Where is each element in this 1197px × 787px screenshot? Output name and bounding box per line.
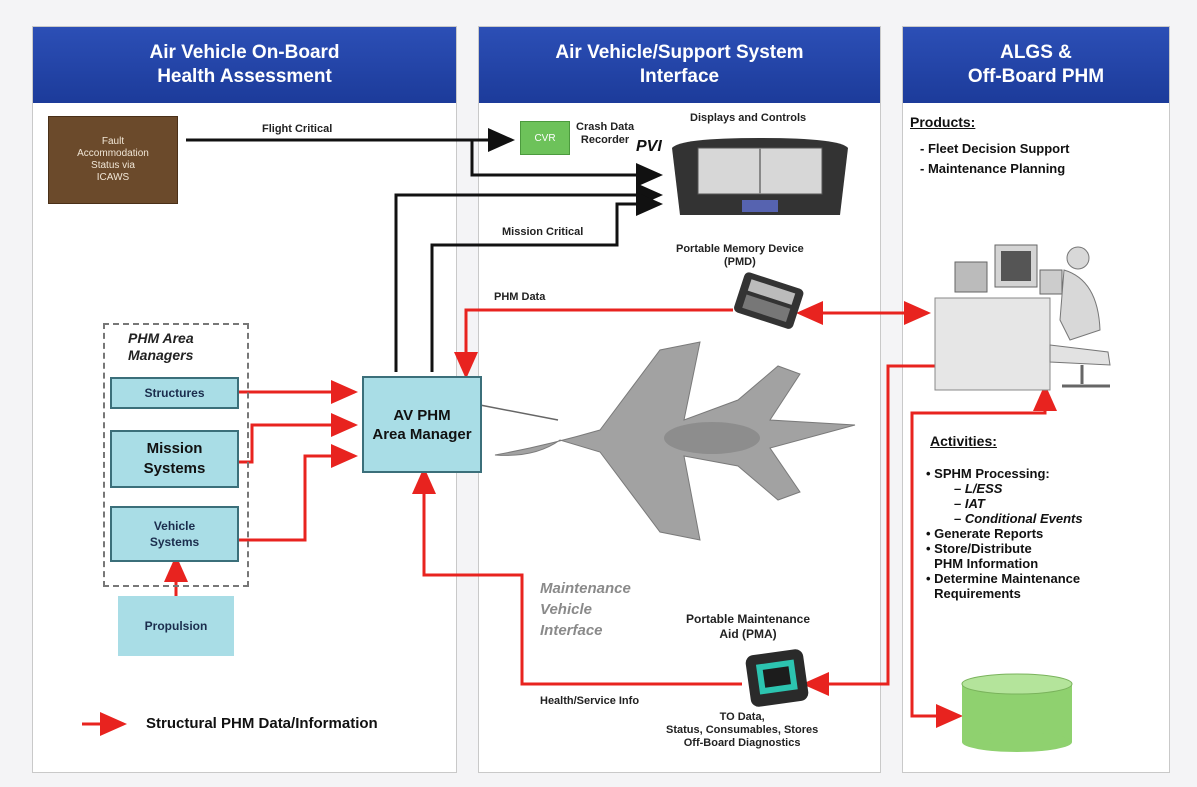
- phm-area-managers-group: [103, 323, 249, 587]
- activities-title: Activities:: [930, 433, 997, 449]
- jet-image: [494, 341, 856, 541]
- activity-sphm-text: SPHM Processing:: [934, 466, 1050, 481]
- products-title: Products:: [910, 114, 976, 130]
- activities-list: • SPHM Processing: – L/ESS – IAT – Condi…: [926, 466, 1162, 601]
- crash-data-recorder-label: Crash Data Recorder: [576, 121, 635, 146]
- activity-generate-text: Generate Reports: [934, 526, 1044, 541]
- activity-sphm-sub-1: – L/ESS: [954, 481, 1003, 496]
- displays-controls-label: Displays and Controls: [690, 112, 807, 124]
- activity-store: • Store/Distribute PHM Information: [926, 541, 1162, 571]
- activity-sphm-sub-3: – Conditional Events: [954, 511, 1083, 526]
- vehicle-systems-box: Vehicle Systems: [110, 506, 239, 562]
- health-service-label: Health/Service Info: [540, 695, 640, 707]
- phm-data-label: PHM Data: [494, 291, 546, 303]
- pmd-device-image: [734, 272, 804, 329]
- bullet-icon: •: [926, 541, 935, 556]
- activity-determine-text: Determine Maintenance Requirements: [934, 571, 1081, 601]
- fault-accommodation-box: Fault Accommodation Status via ICAWS: [48, 116, 178, 204]
- maintenance-vehicle-interface-label: Maintenance Vehicle Interface: [540, 580, 631, 639]
- product-fleet-decision: - Fleet Decision Support: [920, 141, 1070, 156]
- panel-title-interface: Air Vehicle/Support System Interface: [479, 27, 880, 103]
- red-connectors: [164, 301, 1057, 728]
- to-data-label: TO Data, Status, Consumables, Stores Off…: [666, 711, 819, 749]
- pvi-console-image: [672, 138, 848, 215]
- propulsion-box: Propulsion: [118, 596, 234, 656]
- legend-label: Structural PHM Data/Information: [146, 715, 378, 732]
- activity-store-text: Store/Distribute PHM Information: [934, 541, 1039, 571]
- database-cylinder-image: [961, 673, 1073, 752]
- structures-box: Structures: [110, 377, 239, 409]
- product-maintenance-planning: - Maintenance Planning: [920, 161, 1066, 176]
- bullet-icon: •: [926, 526, 935, 541]
- mission-critical-label: Mission Critical: [502, 226, 584, 238]
- cvr-box: CVR: [520, 121, 570, 155]
- phm-area-managers-title: PHM Area Managers: [128, 330, 194, 363]
- activity-determine: • Determine Maintenance Requirements: [926, 571, 1162, 601]
- pma-device-image: [745, 649, 809, 707]
- workstation-image: [934, 244, 1111, 391]
- flight-critical-label: Flight Critical: [262, 123, 333, 135]
- black-connectors: [186, 128, 663, 372]
- activity-sphm-sub-2: – IAT: [954, 496, 985, 511]
- jet-pointer-line: [479, 404, 559, 421]
- av-phm-area-manager-box: AV PHM Area Manager: [362, 376, 482, 473]
- panel-title-offboard: ALGS & Off-Board PHM: [903, 27, 1169, 103]
- pmd-label: Portable Memory Device (PMD): [676, 243, 804, 268]
- pvi-label: PVI: [636, 138, 662, 155]
- panel-title-onboard: Air Vehicle On-Board Health Assessment: [33, 27, 456, 103]
- activity-generate: • Generate Reports: [926, 526, 1162, 541]
- pma-label: Portable Maintenance Aid (PMA): [686, 612, 811, 641]
- bullet-icon: •: [926, 466, 935, 481]
- activity-sphm: • SPHM Processing:: [926, 466, 1162, 481]
- mission-systems-box: Mission Systems: [110, 430, 239, 488]
- bullet-icon: •: [926, 571, 935, 586]
